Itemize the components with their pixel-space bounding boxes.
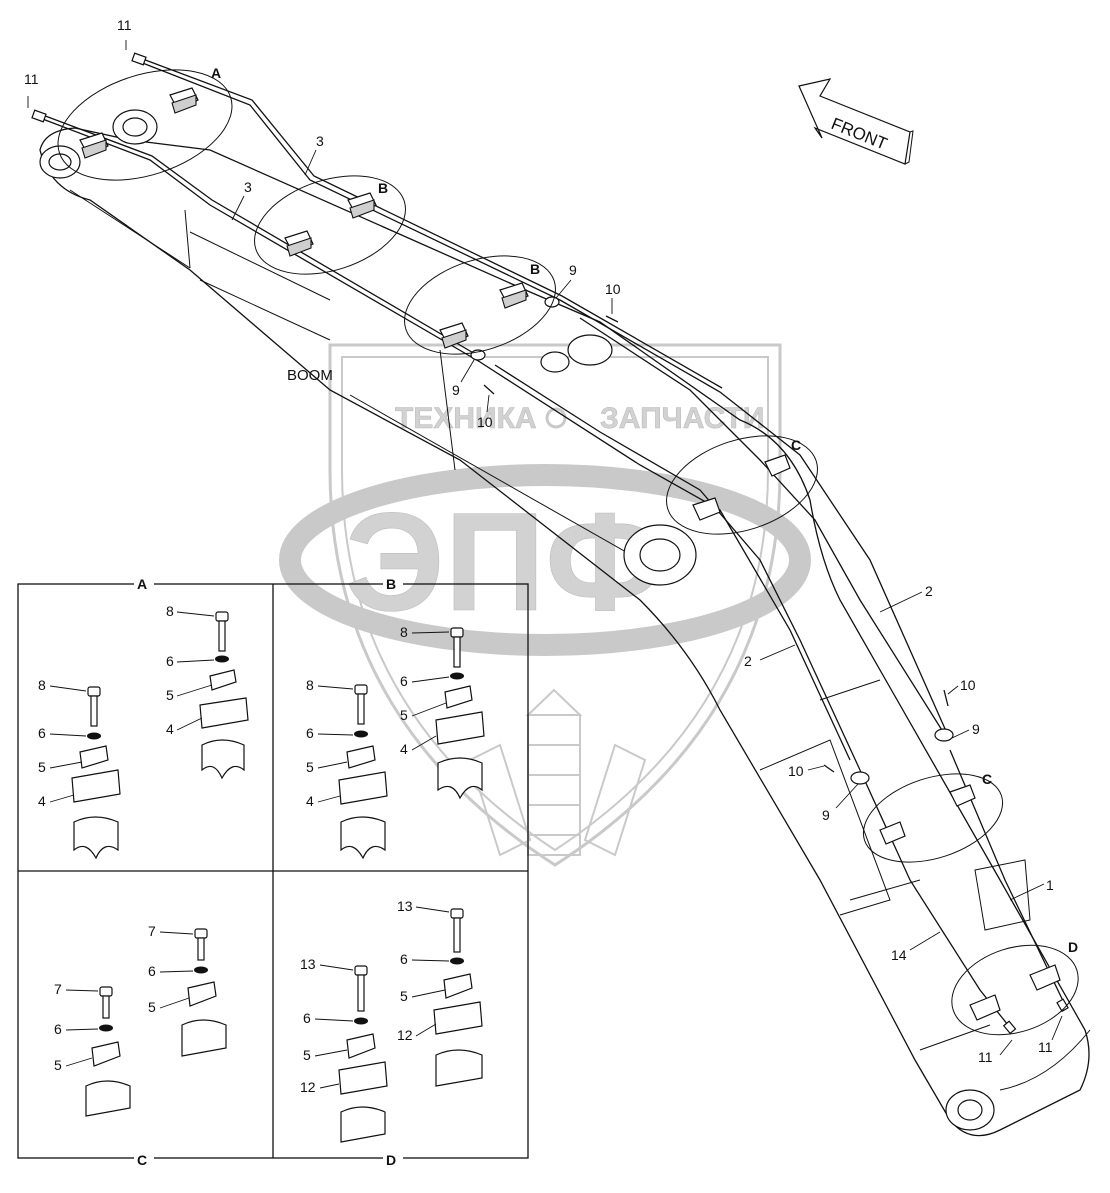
boom-clamps (79, 87, 1061, 1021)
callout-b-2: B (530, 261, 540, 277)
panel-b-stack-2 (338, 684, 388, 860)
panel-b-part-8-upper: 8 (400, 624, 408, 640)
callout-11-top: 11 (117, 17, 132, 33)
panel-b-part-5-lower: 5 (306, 759, 314, 775)
panel-b-part-4-upper: 4 (400, 741, 408, 757)
panel-d-title: D (386, 1152, 396, 1168)
panel-a-part-6-lower: 6 (38, 725, 46, 741)
panel-b-part-4-lower: 4 (306, 793, 314, 809)
panel-d-part-5-upper: 5 (400, 988, 408, 1004)
panel-d-stack-2 (338, 965, 388, 1143)
callout-11-left: 11 (24, 71, 39, 87)
front-arrow-icon: FRONT (798, 78, 914, 165)
callout-11-tip-right: 11 (1038, 1039, 1053, 1055)
panel-c-part-7-upper: 7 (148, 923, 156, 939)
panel-d-part-6-lower: 6 (303, 1010, 311, 1026)
panel-d-part-12-upper: 12 (397, 1027, 413, 1043)
panel-d-part-5-lower: 5 (303, 1047, 311, 1063)
callout-3-lower: 3 (244, 179, 252, 195)
callout-9-mid: 9 (822, 807, 830, 823)
main-callouts: A B B C C D 11 11 3 3 9 10 9 10 2 2 10 9… (24, 17, 1078, 1065)
callout-11-tip-left: 11 (978, 1049, 993, 1065)
watermark-logo-text: ЭПФ (345, 483, 665, 640)
panel-d-part-13-upper: 13 (397, 898, 413, 914)
boom-body (39, 109, 1091, 1137)
pipes (27, 40, 1069, 1035)
watermark-emblem-icon (468, 688, 647, 857)
callout-1: 1 (1046, 877, 1054, 893)
panel-a-stack-2 (71, 686, 121, 860)
panel-a-title: A (137, 576, 147, 592)
callout-d: D (1068, 939, 1078, 955)
callout-2-right: 2 (925, 583, 933, 599)
callout-2-left: 2 (744, 653, 752, 669)
panel-c-labels: 7 6 5 7 6 5 (54, 923, 194, 1073)
panel-a-part-8-lower: 8 (38, 677, 46, 693)
panel-b-part-8-lower: 8 (306, 677, 314, 693)
callout-c-2: C (982, 771, 992, 787)
callout-10-lower: 10 (477, 414, 493, 430)
panel-a-part-4-upper: 4 (166, 721, 174, 737)
panel-d-part-13-lower: 13 (300, 956, 316, 972)
callout-a: A (211, 65, 221, 81)
panel-a-labels: 8 6 5 4 8 6 5 4 (38, 603, 215, 809)
panel-b-part-5-upper: 5 (400, 707, 408, 723)
callout-9-upper: 9 (569, 262, 577, 278)
panel-c-part-6-lower: 6 (54, 1021, 62, 1037)
panel-c-title: C (137, 1152, 147, 1168)
panel-c-part-6-upper: 6 (148, 963, 156, 979)
panel-d-part-12-lower: 12 (300, 1079, 316, 1095)
panel-a-stack-1 (199, 611, 249, 780)
panel-c-part-7-lower: 7 (54, 981, 62, 997)
panel-a-part-6-upper: 6 (166, 653, 174, 669)
panel-d-stack-1 (433, 908, 483, 1087)
callout-3-upper: 3 (316, 133, 324, 149)
callout-10-mid: 10 (788, 763, 804, 779)
panel-c-stack-2 (85, 986, 131, 1117)
panel-a-part-4-lower: 4 (38, 793, 46, 809)
panel-c-stack-1 (181, 928, 227, 1057)
detail-ellipses (57, 69, 1079, 1036)
panel-c-part-5-upper: 5 (148, 999, 156, 1015)
panel-b-title: B (386, 576, 396, 592)
detail-panels: A B C D (17, 574, 529, 1168)
callout-9-lower: 9 (452, 382, 460, 398)
panel-b-labels: 8 6 5 4 8 6 5 4 (306, 624, 450, 809)
watermark-text-left: ТЕХНИКА (395, 402, 537, 435)
panel-a-part-5-lower: 5 (38, 759, 46, 775)
panel-d-part-6-upper: 6 (400, 951, 408, 967)
callout-c-1: C (791, 437, 801, 453)
boom-label: BOOM (287, 367, 333, 384)
callout-14: 14 (891, 947, 907, 963)
panel-a-part-8-upper: 8 (166, 603, 174, 619)
callout-9-right: 9 (972, 721, 980, 737)
panel-b-stack-1 (435, 627, 485, 800)
watermark-logo-ring (279, 464, 811, 656)
panel-c-part-5-lower: 5 (54, 1057, 62, 1073)
panel-b-part-6-lower: 6 (306, 725, 314, 741)
gear-icon (545, 407, 567, 429)
panel-d-labels: 13 6 5 12 13 6 5 12 (300, 898, 450, 1095)
panel-a-part-5-upper: 5 (166, 687, 174, 703)
callout-b-1: B (378, 180, 388, 196)
callout-10-upper: 10 (605, 281, 621, 297)
panel-b-part-6-upper: 6 (400, 673, 408, 689)
callout-10-right: 10 (960, 677, 976, 693)
